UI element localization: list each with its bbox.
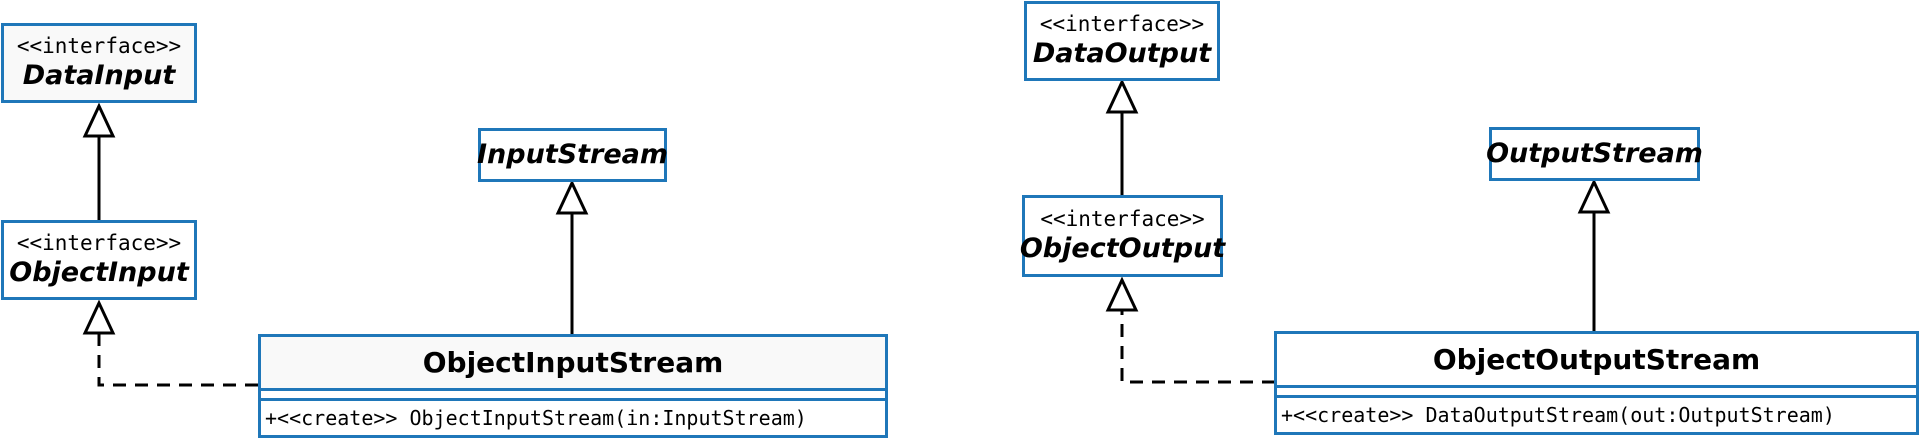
stereotype-label: <<interface>> xyxy=(1039,11,1205,36)
generalization-arrowhead xyxy=(82,102,116,138)
constructor-operation: +<<create>> ObjectInputStream(in:InputSt… xyxy=(265,406,807,430)
dataoutput-interface-box[interactable]: <<interface>> DataOutput xyxy=(1024,1,1220,81)
attributes-compartment xyxy=(1277,388,1916,398)
attributes-compartment xyxy=(261,391,885,401)
stereotype-label: <<interface>> xyxy=(16,230,182,255)
interface-name: DataInput xyxy=(22,59,176,91)
class-name: OutputStream xyxy=(1486,138,1703,170)
stereotype-label: <<interface>> xyxy=(16,33,182,58)
objectoutputstream-class-box[interactable]: ObjectOutputStream +<<create>> DataOutpu… xyxy=(1274,331,1919,435)
interface-name: ObjectInput xyxy=(9,256,189,288)
generalization-arrowhead xyxy=(1105,78,1139,114)
class-name: ObjectOutputStream xyxy=(1277,334,1916,388)
generalization-arrowhead xyxy=(1577,178,1611,214)
objectinputstream-class-box[interactable]: ObjectInputStream +<<create>> ObjectInpu… xyxy=(258,334,888,438)
outputstream-class-box[interactable]: OutputStream xyxy=(1486,127,1703,181)
stereotype-label: <<interface>> xyxy=(1040,206,1205,231)
interface-name: ObjectOutput xyxy=(1019,232,1226,264)
generalization-arrowhead xyxy=(555,179,589,215)
realization-arrowhead xyxy=(1105,276,1139,312)
class-name: ObjectInputStream xyxy=(261,337,885,391)
realization-objectinputstream-objectinput xyxy=(97,333,258,387)
realization-arrowhead xyxy=(82,299,116,335)
datainput-interface-box[interactable]: <<interface>> DataInput xyxy=(1,23,197,103)
constructor-operation: +<<create>> DataOutputStream(out:OutputS… xyxy=(1281,403,1835,427)
class-name: InputStream xyxy=(476,139,669,171)
objectinput-interface-box[interactable]: <<interface>> ObjectInput xyxy=(1,220,197,300)
objectoutput-interface-box[interactable]: <<interface>> ObjectOutput xyxy=(1019,195,1226,277)
realization-objectoutputstream-objectoutput xyxy=(1120,310,1275,384)
interface-name: DataOutput xyxy=(1032,37,1212,69)
inputstream-class-box[interactable]: InputStream xyxy=(476,128,669,182)
